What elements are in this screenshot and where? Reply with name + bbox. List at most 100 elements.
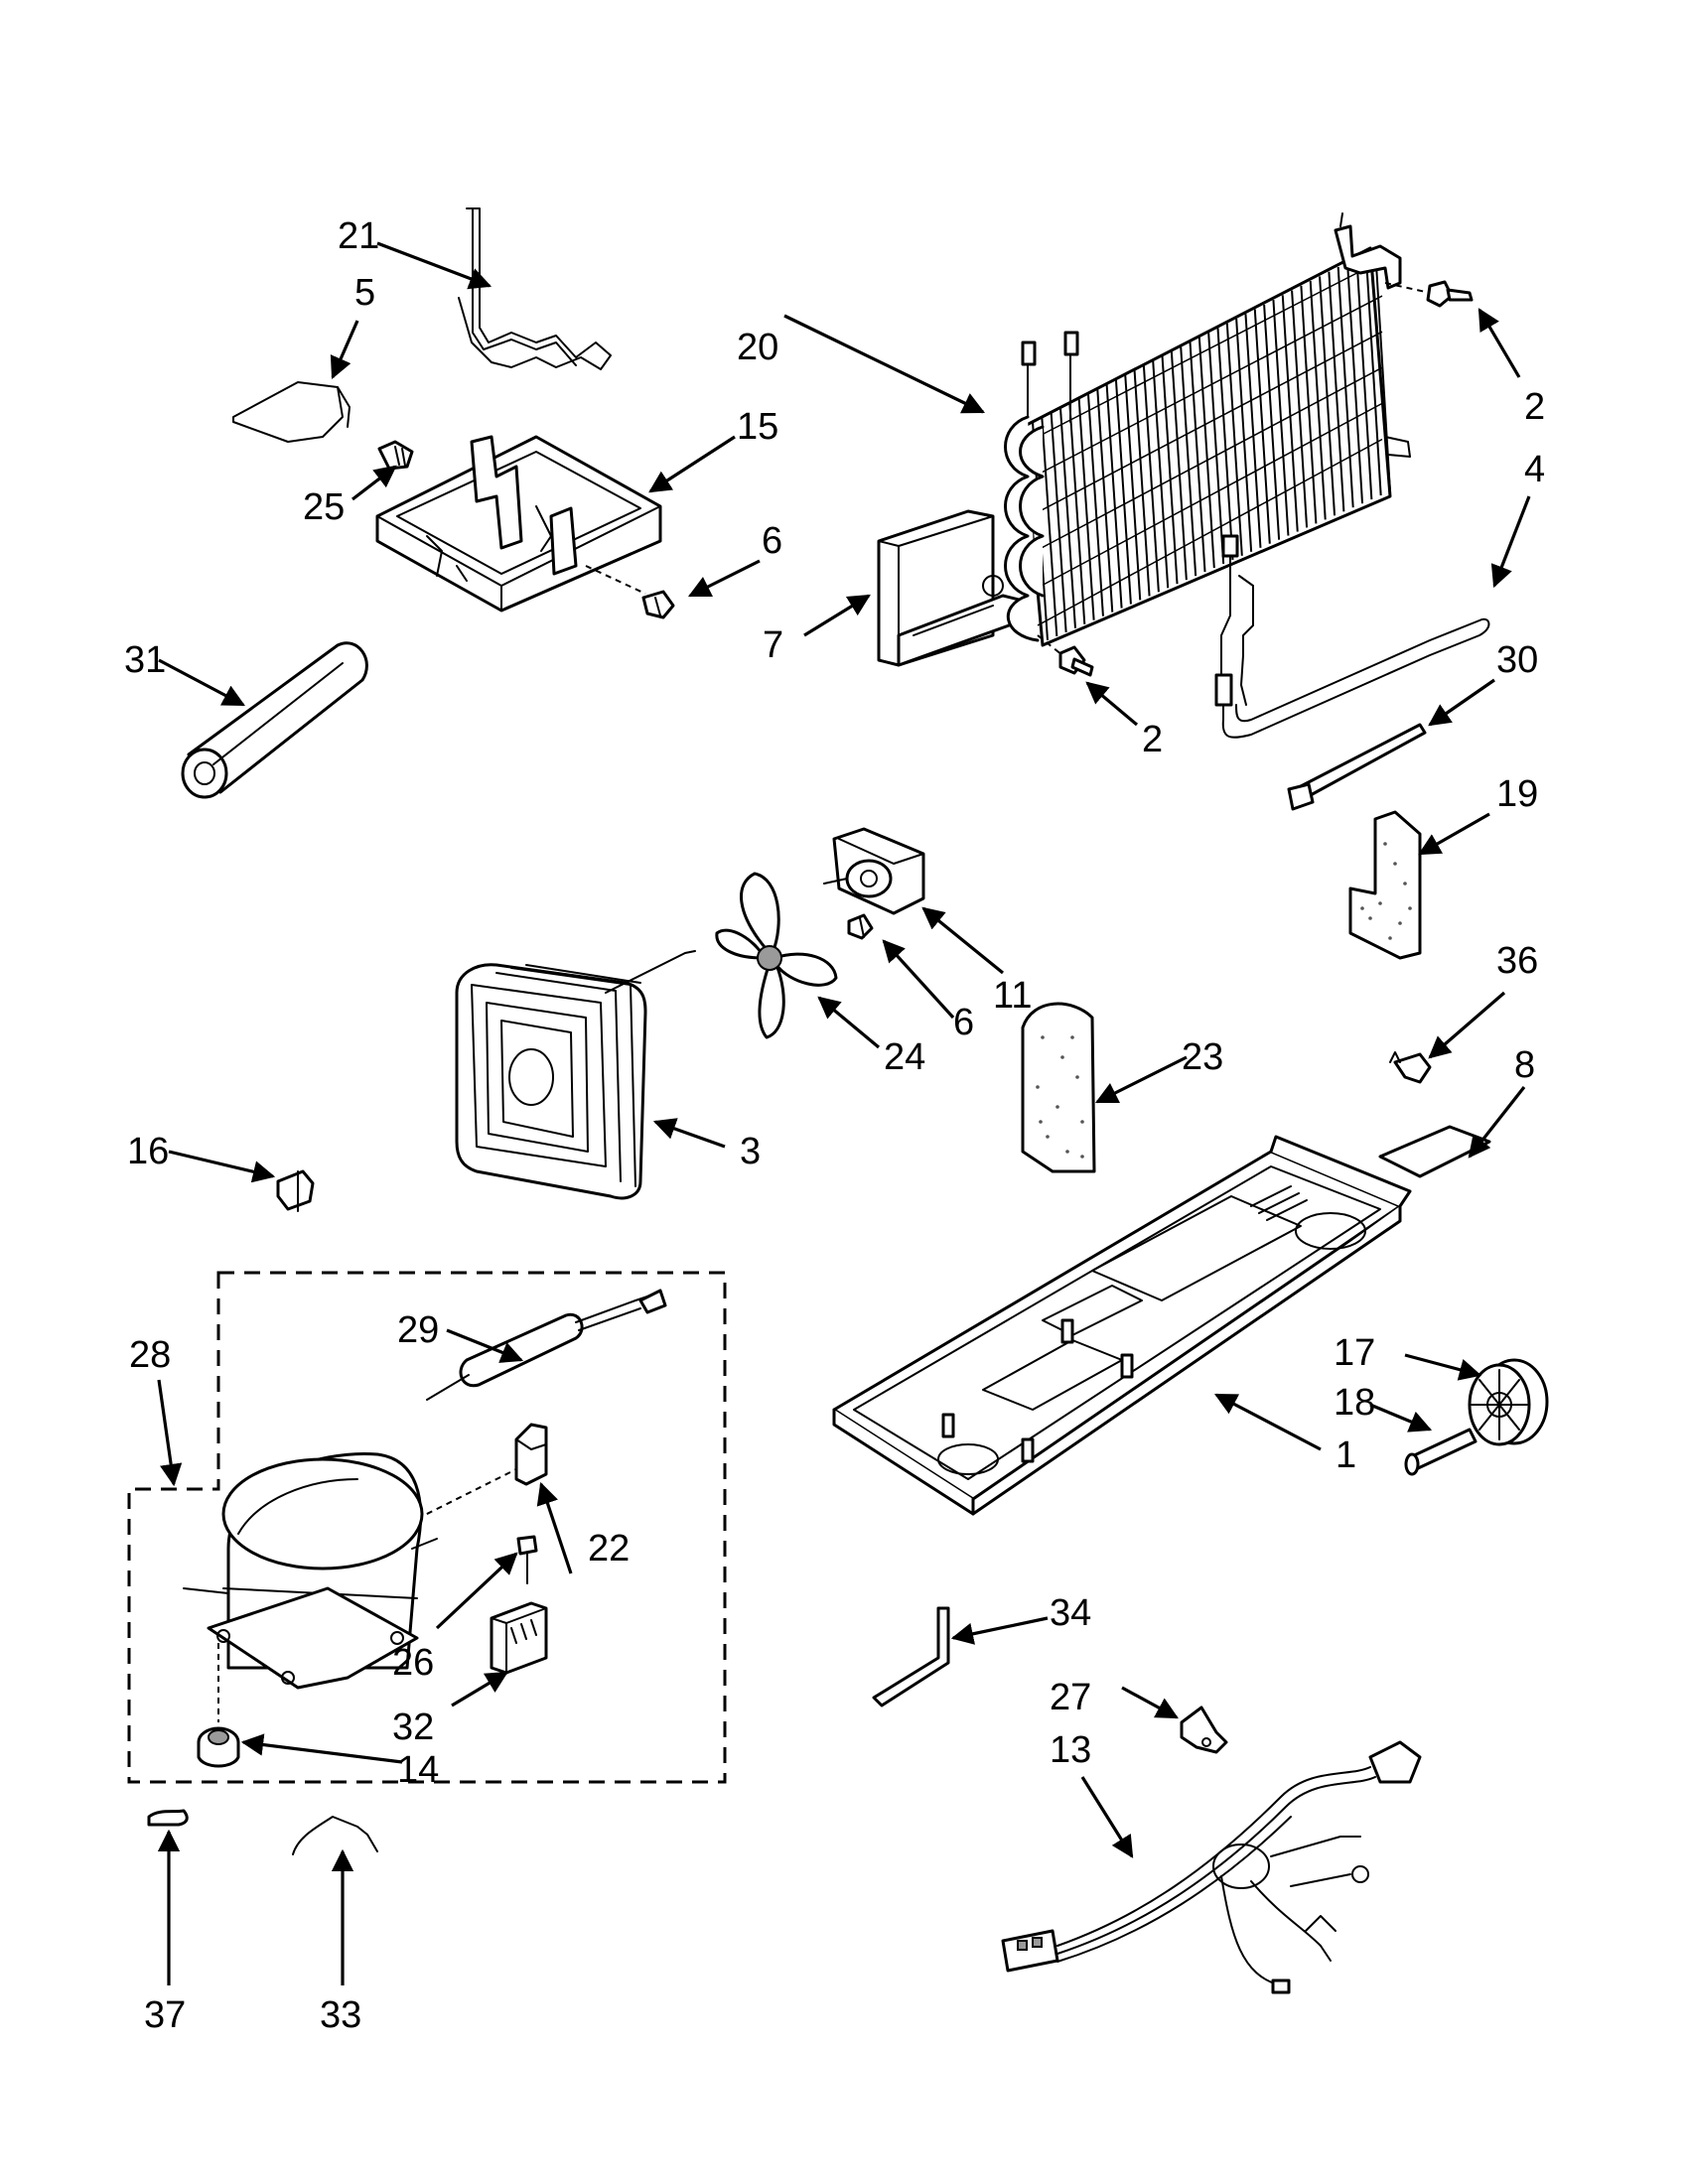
evaporator-fin [1170,350,1188,581]
evaporator-fin [1197,337,1215,569]
callout-1: 1 [1336,1434,1356,1476]
callout-7: 7 [763,624,783,666]
part-7-bracket [877,509,1025,667]
evaporator-tube-row [1037,438,1383,626]
callout-14: 14 [397,1749,439,1791]
evaporator-fin [1041,417,1058,637]
callout-16: 16 [127,1131,169,1172]
part-34-tube [872,1606,950,1707]
callout-31: 31 [124,639,166,681]
part-16-clip [276,1169,315,1212]
callout-37: 37 [144,1994,186,2036]
part-24-fan-blade [715,872,838,1039]
part-14-grommet [197,1726,240,1768]
evaporator-fin [1272,299,1290,536]
callout-13: 13 [1050,1729,1091,1771]
part-15-housing [375,435,662,613]
callout-33: 33 [320,1994,361,2036]
part-30-cable-tie [1287,723,1427,811]
part-5-clip [232,381,351,443]
part-1-base-pan [832,1135,1412,1516]
callout-28: 28 [129,1334,171,1376]
callout-4: 4 [1524,449,1545,490]
evaporator-tube-row [1037,366,1383,551]
evaporator-fin [1207,333,1225,565]
evaporator-fin [1068,403,1086,624]
evaporator-fin [1058,407,1076,628]
part-4-defrost-heater [1214,534,1490,739]
evaporator-fin [1281,295,1299,532]
evaporator-fin [1133,369,1151,597]
evaporator-fin [1086,393,1104,616]
part-36-clip [1389,1051,1432,1084]
callout-27: 27 [1050,1677,1091,1718]
evaporator-fin [1300,285,1318,524]
evaporator-fin [1309,281,1327,520]
callout-32: 32 [392,1706,434,1748]
part-26-screw [516,1535,538,1584]
evaporator-fin [1142,365,1160,593]
callout-11: 11 [993,975,1032,1017]
evaporator-fin [1105,384,1123,609]
callout-34: 34 [1050,1592,1091,1634]
evaporator-fin [1291,290,1309,528]
evaporator-fin [1152,360,1170,589]
evaporator-fin [1077,398,1095,620]
leader-lines [157,241,1531,1985]
evaporator-tube-row [1037,295,1383,476]
evaporator-fin [1374,247,1391,492]
part-27-clamp [1180,1706,1228,1754]
callout-15: 15 [737,406,778,448]
evaporator-fin [1114,379,1132,605]
part-6-screw-fan [847,913,874,940]
part-37-clip [147,1809,189,1827]
evaporator-tube-row [1037,402,1383,589]
callout-29: 29 [397,1309,439,1351]
part-31-tube [181,641,368,799]
evaporator-fin [1180,346,1197,577]
callout-18: 18 [1334,1382,1375,1424]
callout-24: 24 [884,1036,925,1078]
evaporator-fin [1124,374,1142,601]
part-25-screw [377,440,414,471]
part-3-condenser [455,950,696,1200]
evaporator-fin [1050,412,1067,632]
part-33-wire-clip [292,1816,378,1855]
evaporator-fin [1235,318,1253,552]
part-11-fan-motor [823,827,925,915]
callout-3: 3 [740,1131,761,1172]
compressor [183,1451,438,1722]
callout-21: 21 [338,215,379,257]
callout-22: 22 [588,1528,630,1570]
callout-36: 36 [1496,940,1538,982]
part-22-relay [416,1423,548,1520]
callout-8: 8 [1514,1044,1535,1086]
part-28-compressor-kit-box [127,1271,727,1784]
callout-30: 30 [1496,639,1538,681]
callout-6-fan: 6 [953,1002,974,1043]
part-13-wire-harness [1001,1740,1422,1994]
callout-5: 5 [354,272,375,314]
part-19-foam [1348,810,1422,960]
evaporator-tube-row [1037,331,1383,513]
part-6-screw-upper [641,590,675,619]
callout-20: 20 [737,327,778,368]
evaporator-fin [1096,388,1114,613]
evaporator-fin [1244,314,1262,548]
callout-26: 26 [392,1642,434,1684]
part-18-axle [1404,1428,1477,1476]
callout-labels: 1 2 2 3 4 5 6 6 7 8 11 13 14 15 16 17 18… [124,215,1545,2036]
evaporator-fin [1189,341,1206,573]
part-23-foam [1021,1002,1096,1173]
callout-19: 19 [1496,773,1538,815]
part-29-drier [426,1289,667,1401]
callout-2-upper: 2 [1524,386,1545,428]
callout-17: 17 [1334,1332,1375,1374]
evaporator-fin [1161,355,1179,585]
evaporator-tube-row [1037,259,1383,438]
evaporator-fin [1364,252,1382,496]
evaporator-fin [1253,309,1271,544]
callout-6-upper: 6 [762,520,782,562]
part-21-heater-wire [458,207,612,370]
evaporator-fin [1355,257,1373,500]
